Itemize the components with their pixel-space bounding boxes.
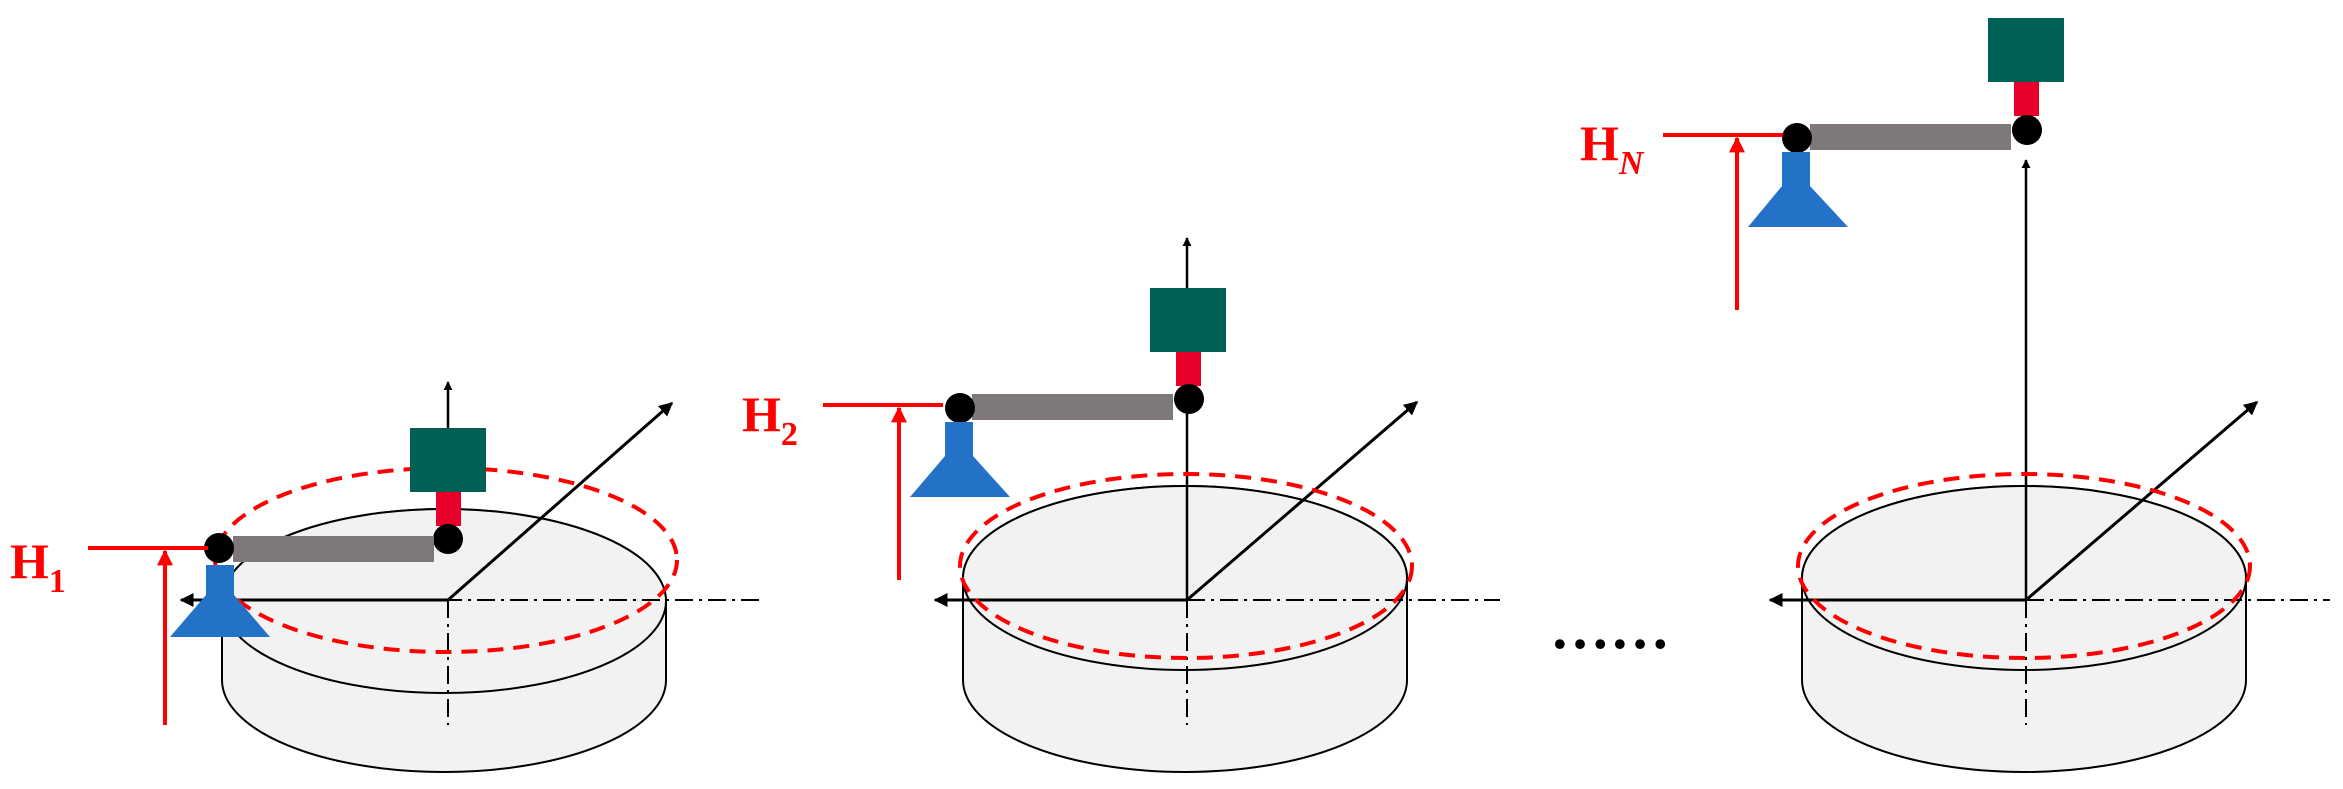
stage-n: HN [1580,18,2330,773]
motor-block [1150,288,1226,352]
nozzle [910,422,1010,497]
nozzle [1748,152,1848,227]
axis-diagonal-arrow [447,401,674,602]
trajectory-ellipse [1796,472,2252,660]
arm-link [972,394,1173,420]
ellipsis-dots: …… [1550,595,1670,661]
stage-1: H1 [10,381,760,773]
label-hn: HN [1580,115,1645,182]
nozzle [170,565,270,637]
label-h2: H2 [742,386,798,453]
axis-diagonal-arrow [1186,400,1419,602]
arm-link [233,536,434,562]
axis-diagonal-arrow [2025,400,2259,602]
coupler [436,492,461,526]
motor-block [410,428,486,492]
joint-end [1782,123,1812,153]
joint-pivot [2012,115,2042,145]
turntable-disk [1801,485,2247,773]
joint-end [945,393,975,423]
turntable-disk [962,485,1408,773]
joint-end [204,533,234,563]
trajectory-ellipse [958,472,1414,660]
joint-pivot [1174,384,1204,414]
stage-2: H2 [742,237,1500,773]
motor-block [1988,18,2064,82]
joint-pivot [433,524,463,554]
coupler [1176,352,1201,386]
coupler [2014,82,2039,116]
arm-link [1810,124,2011,150]
label-h1: H1 [10,533,66,600]
